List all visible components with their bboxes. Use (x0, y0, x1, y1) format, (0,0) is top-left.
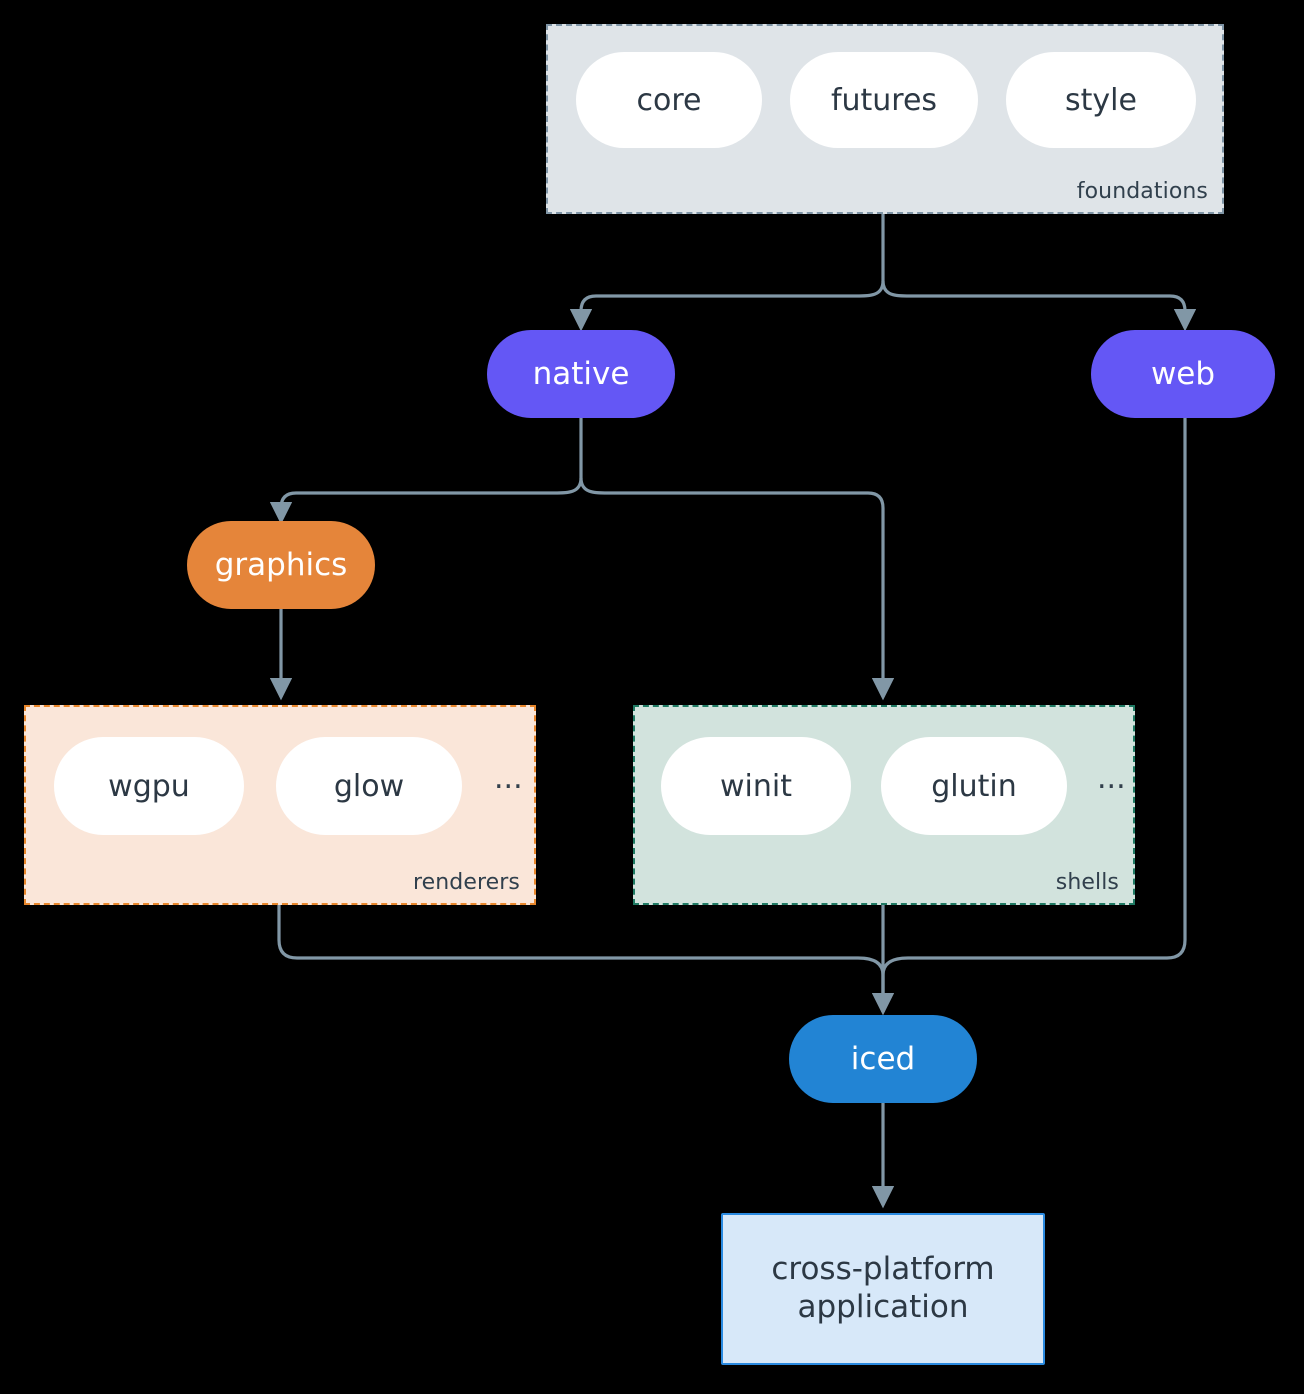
chip-futures[interactable]: futures (790, 52, 978, 148)
cluster-shells-items: winit glutin ... (661, 737, 1126, 835)
chip-glow-label: glow (333, 768, 405, 804)
cluster-renderers-items: wgpu glow ... (54, 737, 523, 835)
chip-wgpu[interactable]: wgpu (54, 737, 244, 835)
edge-native-graphics (269, 477, 583, 525)
cluster-foundations-label: foundations (1076, 179, 1208, 204)
cluster-shells: winit glutin ... shells (633, 705, 1135, 905)
chip-core-label: core (636, 82, 702, 118)
edge-renderers-iced (277, 905, 895, 1016)
chip-glutin-label: glutin (931, 768, 1017, 804)
node-iced[interactable]: iced (789, 1015, 977, 1103)
renderers-ellipsis: ... (494, 761, 523, 796)
chip-winit[interactable]: winit (661, 737, 851, 835)
cluster-renderers: wgpu glow ... renderers (24, 705, 536, 905)
node-application-label-line2: application (797, 1289, 969, 1325)
edge-foundations-native (569, 280, 885, 332)
edge-native-shells (579, 477, 895, 701)
node-graphics[interactable]: graphics (187, 521, 375, 609)
node-web-label: web (1150, 356, 1216, 392)
chip-futures-label: futures (830, 82, 938, 118)
chip-winit-label: winit (720, 768, 792, 804)
node-native[interactable]: native (487, 330, 675, 418)
chip-style[interactable]: style (1006, 52, 1196, 148)
chip-core[interactable]: core (576, 52, 762, 148)
edge-foundations-web (881, 280, 1197, 332)
cluster-foundations-items: core futures style (576, 52, 1196, 148)
node-application-label-line1: cross-platform (771, 1251, 995, 1288)
node-native-label: native (532, 356, 630, 392)
node-web[interactable]: web (1091, 330, 1275, 418)
cluster-renderers-label: renderers (412, 870, 520, 895)
chip-style-label: style (1065, 82, 1137, 118)
chip-glow[interactable]: glow (276, 737, 462, 835)
node-iced-label: iced (850, 1041, 916, 1077)
edge-web-iced (881, 418, 1187, 1012)
chip-glutin[interactable]: glutin (881, 737, 1067, 835)
cluster-foundations: core futures style foundations (546, 24, 1224, 214)
node-graphics-label: graphics (214, 547, 348, 583)
node-application[interactable]: cross-platform application (721, 1213, 1045, 1365)
cluster-shells-label: shells (1055, 870, 1119, 895)
chip-wgpu-label: wgpu (108, 768, 190, 804)
shells-ellipsis: ... (1097, 761, 1126, 796)
